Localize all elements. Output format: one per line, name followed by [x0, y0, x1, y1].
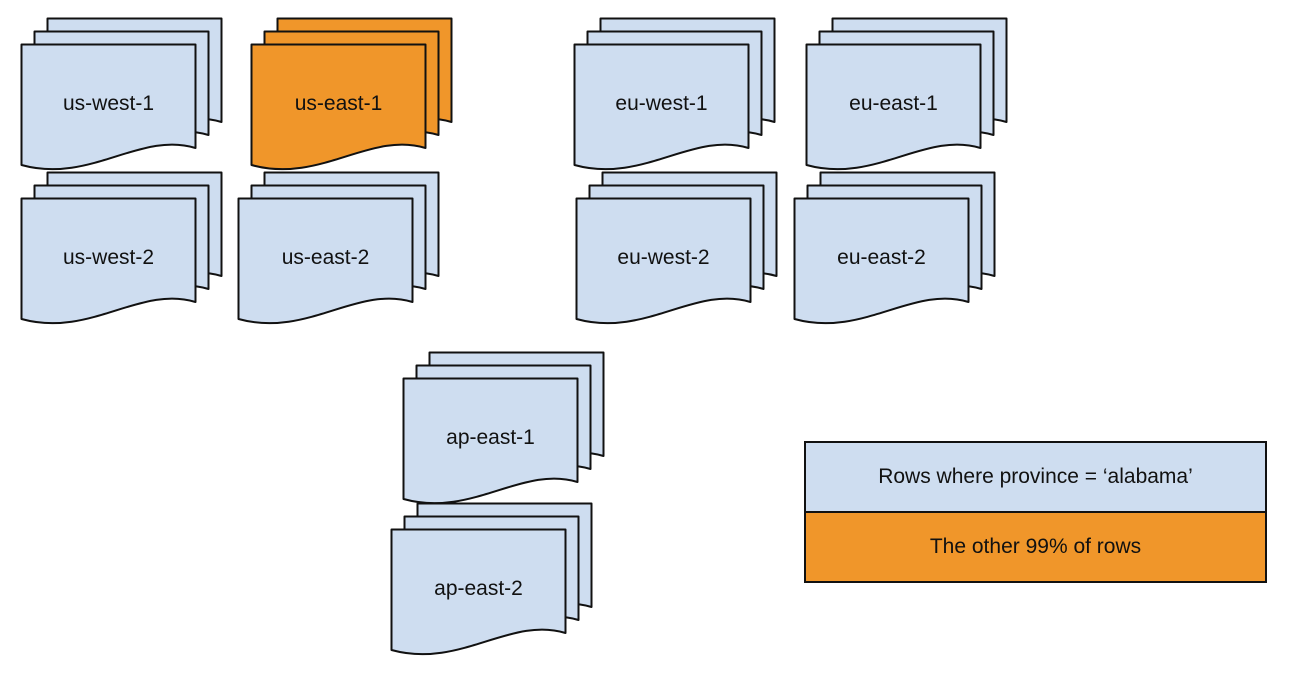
document-shape — [20, 197, 197, 325]
document-shape — [575, 197, 752, 325]
document-shape — [390, 528, 567, 656]
region-stack-us-west-2: us-west-2 — [20, 171, 223, 328]
document-shape — [805, 43, 982, 171]
region-stack-eu-east-1: eu-east-1 — [805, 17, 1008, 174]
document-shape — [573, 43, 750, 171]
region-stack-ap-east-1: ap-east-1 — [402, 351, 605, 508]
region-stack-eu-west-1: eu-west-1 — [573, 17, 776, 174]
legend-item-alabama-rows: Rows where province = ‘alabama’ — [806, 443, 1265, 511]
region-stack-us-west-1: us-west-1 — [20, 17, 223, 174]
document-shape — [20, 43, 197, 171]
legend: Rows where province = ‘alabama’ The othe… — [804, 441, 1267, 583]
region-stack-ap-east-2: ap-east-2 — [390, 502, 593, 659]
legend-item-label: Rows where province = ‘alabama’ — [878, 465, 1193, 488]
legend-item-other-rows: The other 99% of rows — [806, 511, 1265, 581]
document-shape — [250, 43, 427, 171]
document-shape — [793, 197, 970, 325]
region-stack-eu-east-2: eu-east-2 — [793, 171, 996, 328]
document-shape — [402, 377, 579, 505]
region-stack-us-east-2: us-east-2 — [237, 171, 440, 328]
document-shape — [237, 197, 414, 325]
region-stack-eu-west-2: eu-west-2 — [575, 171, 778, 328]
region-stack-us-east-1: us-east-1 — [250, 17, 453, 174]
legend-item-label: The other 99% of rows — [929, 535, 1142, 558]
